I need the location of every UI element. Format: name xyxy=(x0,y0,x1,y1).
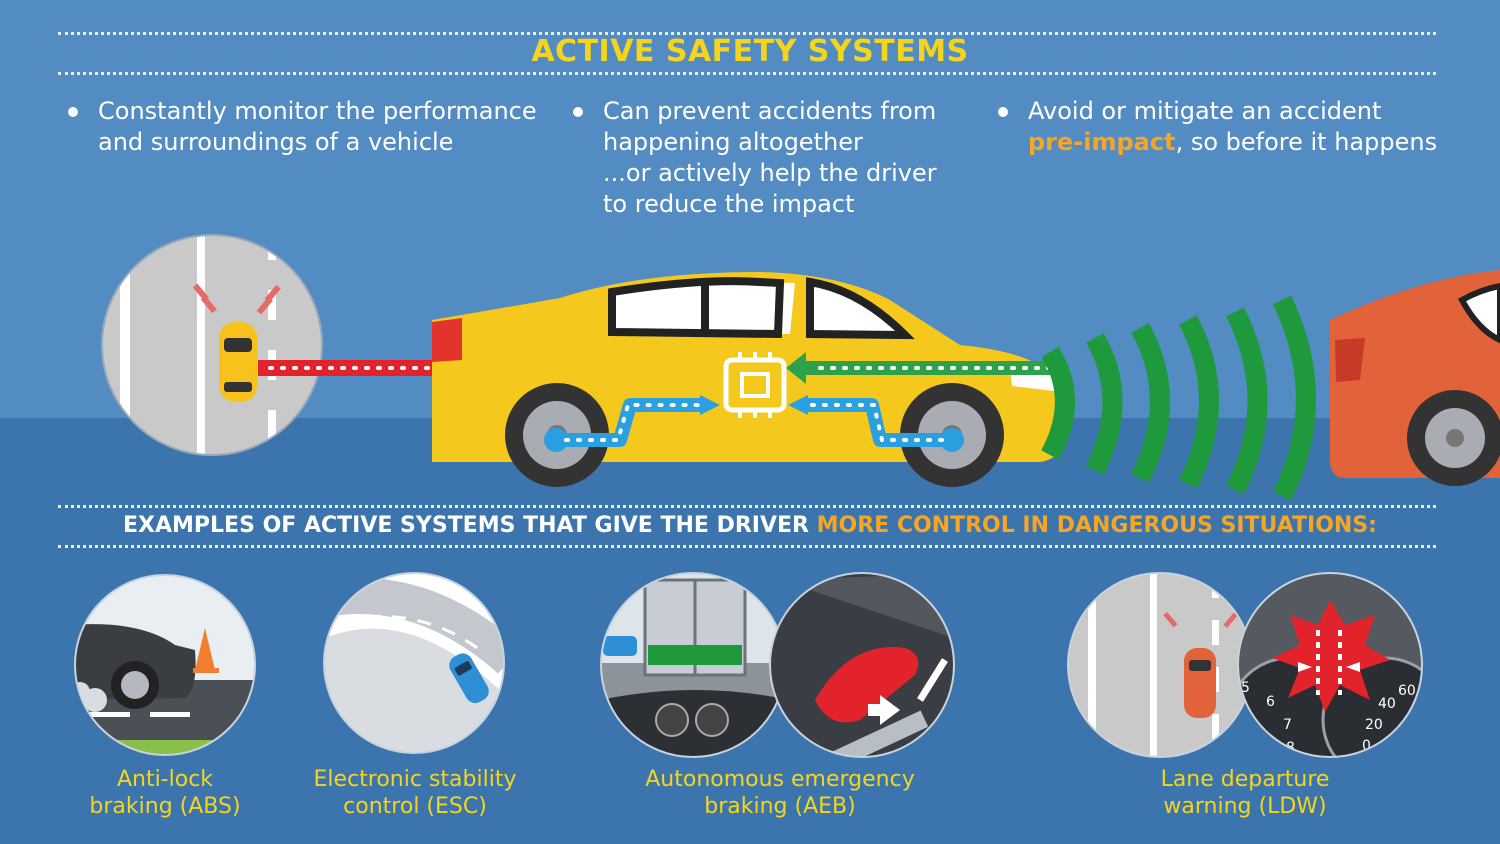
radar-waves-icon xyxy=(1041,295,1316,501)
bullet-text: pre-impact, so before it happens xyxy=(1028,127,1437,158)
examples-title: EXAMPLES OF ACTIVE SYSTEMS THAT GIVE THE… xyxy=(0,513,1500,538)
car-topview-blue-icon xyxy=(449,653,489,704)
caption-ldw: Lane departure warning (LDW) xyxy=(1120,766,1370,820)
red-car-side-icon xyxy=(1329,270,1500,486)
caption-aeb: Autonomous emergency braking (AEB) xyxy=(630,766,930,820)
sensor-waves-icon xyxy=(192,283,281,315)
bullet-monitor: Constantly monitor the performance and s… xyxy=(68,96,537,158)
title-divider-top xyxy=(58,32,1436,35)
caption-line: Anti-lock xyxy=(116,767,214,792)
examples-title-highlight: MORE CONTROL IN DANGEROUS SITUATIONS: xyxy=(816,513,1377,538)
bullet-dot xyxy=(68,107,78,117)
car-topview-icon xyxy=(219,322,257,402)
ldw-lane-illustration xyxy=(1068,573,1252,757)
bullet-text: and surroundings of a vehicle xyxy=(98,128,454,156)
processor-chip-icon xyxy=(723,352,787,418)
caption-esc: Electronic stability control (ESC) xyxy=(295,766,535,820)
caption-line: Autonomous emergency xyxy=(645,767,915,792)
bullet-mitigate: Avoid or mitigate an accident pre-impact… xyxy=(998,96,1437,158)
bullet-dot xyxy=(998,107,1008,117)
examples-title-part1: EXAMPLES OF ACTIVE SYSTEMS THAT GIVE THE… xyxy=(123,513,817,538)
examples-divider-top xyxy=(58,505,1436,508)
signal-arrow-green xyxy=(786,352,1060,384)
caption-line: Electronic stability xyxy=(313,767,517,792)
bullet-text: Can prevent accidents from xyxy=(603,97,937,125)
gauge-tick: 7 xyxy=(1283,717,1292,733)
caption-line: warning (LDW) xyxy=(1163,794,1327,819)
bullet-prevent: Can prevent accidents from happening alt… xyxy=(573,96,937,220)
caption-line: Lane departure xyxy=(1160,767,1330,792)
caption-line: braking (AEB) xyxy=(704,794,856,819)
bullet-text: ...or actively help the driver xyxy=(603,159,937,187)
bullet-text: to reduce the impact xyxy=(603,190,855,218)
arrow-head-blue-left xyxy=(700,395,720,415)
caption-abs: Anti-lock braking (ABS) xyxy=(65,766,265,820)
bullet-text-rest: , so before it happens xyxy=(1175,128,1438,156)
gauge-tick: 20 xyxy=(1365,717,1383,733)
arrow-head-blue-right xyxy=(788,395,808,415)
gauge-tick: 6 xyxy=(1266,694,1275,710)
abs-illustration xyxy=(75,575,255,755)
caption-line: control (ESC) xyxy=(343,794,487,819)
aeb-cockpit-illustration xyxy=(601,573,785,757)
highlight-pre-impact: pre-impact xyxy=(1028,128,1176,156)
bullet-dot xyxy=(573,107,583,117)
gauge-tick: 0 xyxy=(1362,738,1371,754)
bullet-text: Avoid or mitigate an accident xyxy=(1028,97,1382,125)
page-title: ACTIVE SAFETY SYSTEMS xyxy=(531,34,969,69)
bullet-text: Constantly monitor the performance xyxy=(98,97,537,125)
wheel-sensor-right xyxy=(940,428,964,452)
lane-topview-circle xyxy=(102,235,322,455)
examples-divider-bottom xyxy=(58,545,1436,548)
gauge-tick: 5 xyxy=(1241,680,1250,696)
caption-line: braking (ABS) xyxy=(89,794,241,819)
gauge-tick: 40 xyxy=(1378,696,1396,712)
wheel-sensor-left xyxy=(544,428,568,452)
esc-illustration xyxy=(324,573,504,753)
aeb-pedal-illustration xyxy=(770,573,954,757)
gauge-tick: 60 xyxy=(1398,683,1416,699)
bullet-text: happening altogether xyxy=(603,128,863,156)
title-divider-bottom xyxy=(58,72,1436,75)
